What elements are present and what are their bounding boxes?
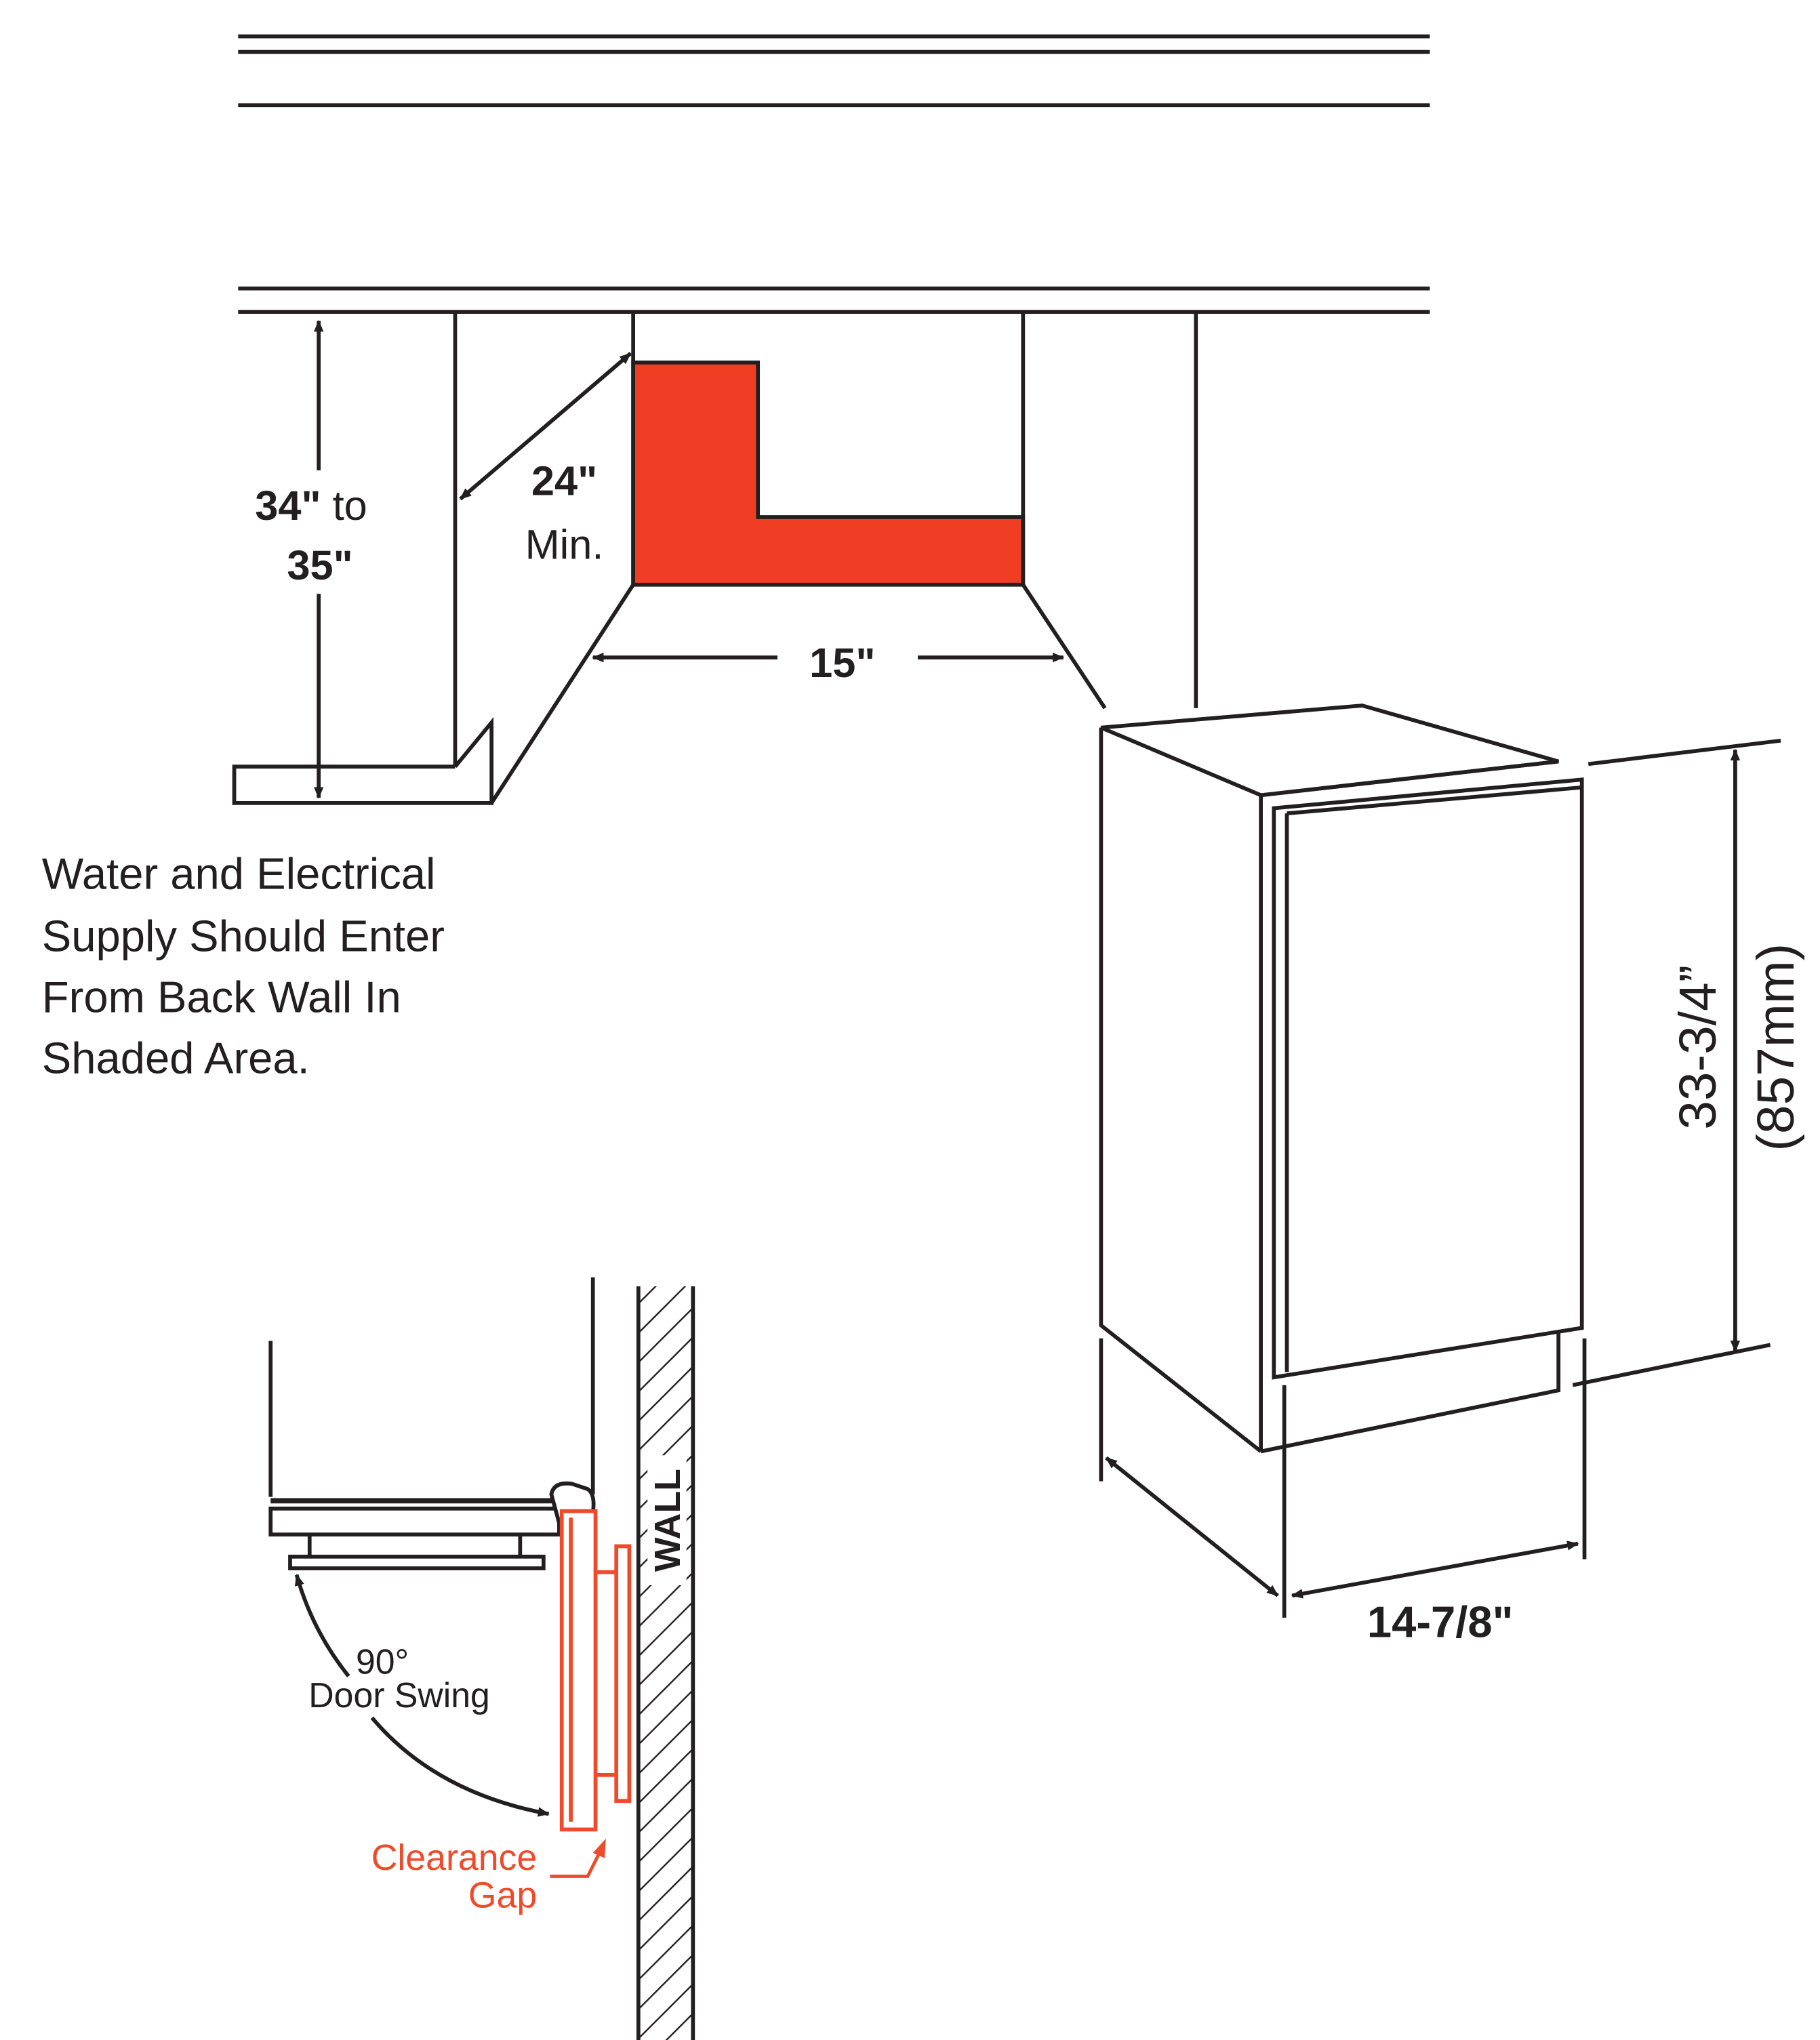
supply-note-line-2: Supply Should Enter — [42, 911, 445, 960]
unit-height-ext-top — [1588, 738, 1781, 767]
clearance-label-line-2: Gap — [468, 1875, 537, 1915]
height-label-backdrop — [247, 470, 397, 594]
unit-door-top-edge — [1287, 785, 1582, 816]
swing-label: Door Swing — [308, 1675, 490, 1715]
height-label-line2: 35" — [287, 542, 352, 589]
unit-top-front-edge — [1260, 759, 1559, 798]
wall-label-backdrop — [647, 1455, 687, 1585]
floor-diagonal-right — [1021, 584, 1107, 710]
counter-install-view — [232, 34, 1430, 805]
supply-note-line-1: Water and Electrical — [42, 849, 436, 898]
swung-handle — [614, 1544, 632, 1803]
unit-height-label: 33-3/4” — [1670, 965, 1727, 1130]
unit-top-face — [1100, 703, 1559, 798]
wall-label: WALL — [647, 1469, 688, 1572]
unit-plan-door — [268, 1506, 561, 1537]
unit-width-label: 14-7/8" — [1367, 1597, 1514, 1647]
door-swing-detail: WALL 90° Door Swing Clearance Gap — [268, 1277, 695, 2040]
unit-height-ext-bottom — [1572, 1343, 1771, 1387]
supply-note-line-4: Shaded Area. — [42, 1034, 310, 1083]
unit-depth-dimension-arrow — [1105, 1456, 1279, 1597]
wall-section — [638, 1286, 693, 2040]
supply-note: Water and Electrical Supply Should Enter… — [42, 849, 445, 1082]
unit-view — [1099, 703, 1781, 1618]
clearance-pointer — [550, 1850, 603, 1878]
depth-label-sub: Min. — [525, 521, 604, 568]
door-swing-arc-bottom — [370, 1716, 550, 1817]
unit-door — [1272, 777, 1584, 1380]
depth-label: 24" — [531, 457, 597, 504]
floor-diagonal-left — [489, 584, 635, 804]
unit-front-base — [1260, 1328, 1561, 1454]
depth-dimension-arrow — [459, 352, 632, 501]
height-label: 34" to — [255, 483, 367, 529]
door-swing-arc-top — [294, 1574, 350, 1677]
supply-note-line-3: From Back Wall In — [42, 972, 401, 1021]
unit-height-label-mm: (857mm) — [1747, 943, 1805, 1151]
door-handle — [288, 1554, 546, 1570]
width-label: 15" — [809, 640, 875, 687]
unit-width-dimension-arrow — [1291, 1541, 1579, 1599]
floor-base-left — [232, 716, 494, 805]
unit-side-face — [1099, 727, 1262, 1453]
clearance-pointer-head — [592, 1838, 606, 1858]
swing-angle-label: 90° — [356, 1641, 409, 1681]
clearance-label-line-1: Clearance — [371, 1837, 538, 1878]
swung-door — [559, 1509, 598, 1832]
supply-shaded-area — [631, 361, 1026, 587]
